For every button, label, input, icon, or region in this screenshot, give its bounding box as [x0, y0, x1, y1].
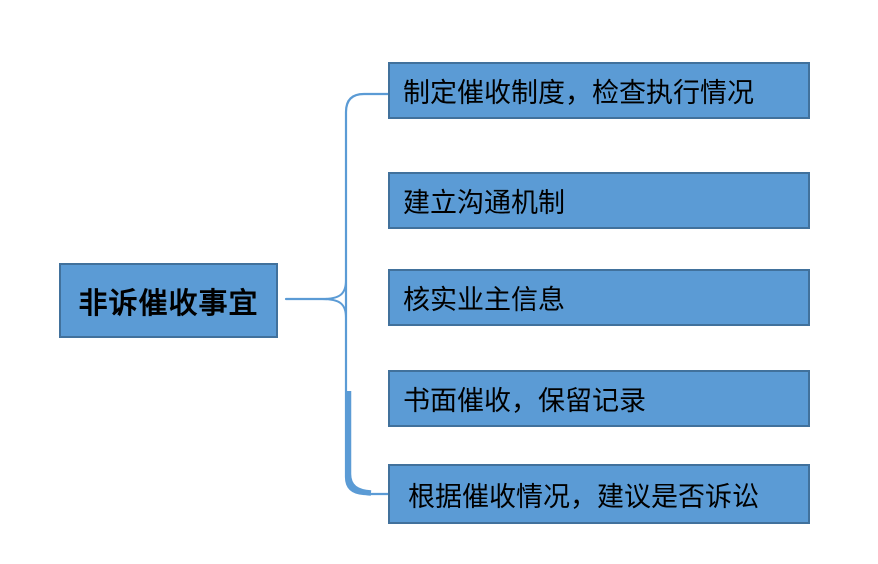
fork-curve-up — [321, 279, 347, 300]
child-node-4[interactable]: 书面催收，保留记录 — [388, 370, 810, 427]
child-node-3[interactable]: 核实业主信息 — [388, 269, 810, 326]
child-node-5[interactable]: 根据催收情况，建议是否诉讼 — [388, 464, 810, 524]
root-node[interactable]: 非诉催收事宜 — [59, 263, 278, 338]
fork-curve-down — [321, 298, 347, 319]
child-node-5-label: 根据催收情况，建议是否诉讼 — [408, 481, 759, 513]
child-node-3-label: 核实业主信息 — [403, 285, 565, 316]
child-node-1[interactable]: 制定催收制度，检查执行情况 — [388, 62, 810, 119]
child-node-2-label: 建立沟通机制 — [403, 188, 565, 219]
root-node-label: 非诉催收事宜 — [78, 287, 259, 320]
brace-thick-segment — [345, 391, 372, 496]
brace-spine — [344, 92, 390, 496]
child-node-4-label: 书面催收，保留记录 — [403, 386, 646, 417]
child-node-2[interactable]: 建立沟通机制 — [388, 172, 810, 229]
child-node-1-label: 制定催收制度，检查执行情况 — [403, 78, 754, 109]
